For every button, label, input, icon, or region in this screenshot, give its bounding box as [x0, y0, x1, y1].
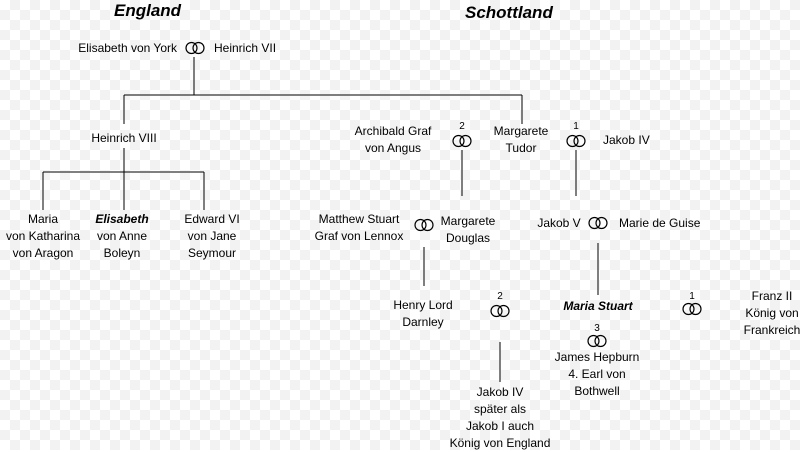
- person-maria-von-aragon: Maria von Katharina von Aragon: [5, 212, 81, 260]
- person-jakob-iv: Jakob IV: [603, 133, 650, 147]
- heading-england: England: [114, 1, 182, 20]
- person-archibald-graf-von-angus: Archibald Graf von Angus: [354, 124, 432, 155]
- marriage-number-maria-franz: 1: [689, 291, 695, 302]
- person-james-hepburn: James Hepburn 4. Earl von Bothwell: [554, 350, 640, 398]
- marriage-number-darnley-maria: 2: [497, 291, 503, 302]
- marriage-rings-icon: [566, 134, 586, 148]
- marriage-rings-icon: [682, 302, 702, 316]
- person-franz-ii: Franz II König von Frankreich: [743, 289, 800, 337]
- person-elisabeth-von-anne-boleyn: Elisabeth von Anne Boleyn: [95, 212, 149, 260]
- marriage-rings-icon: [185, 41, 205, 55]
- person-maria-stuart: Maria Stuart: [563, 299, 633, 313]
- person-elisabeth-von-york: Elisabeth von York: [78, 41, 177, 55]
- marriage-rings-icon: [588, 216, 608, 230]
- marriage-rings-icon: [414, 218, 434, 232]
- person-henry-lord-darnley: Henry Lord Darnley: [393, 298, 453, 329]
- marriage-rings-icon: [490, 304, 510, 318]
- marriage-number-margarete-jakob: 1: [573, 121, 579, 132]
- marriage-number-archibald-margarete: 2: [459, 121, 465, 132]
- person-marie-de-guise: Marie de Guise: [619, 216, 701, 230]
- marriage-number-maria-hepburn: 3: [594, 323, 600, 334]
- marriage-rings-icon: [452, 134, 472, 148]
- person-heinrich-viii: Heinrich VIII: [91, 131, 157, 145]
- person-jakob-v: Jakob V: [537, 216, 581, 230]
- person-heinrich-vii: Heinrich VII: [214, 41, 277, 55]
- person-edward-vi: Edward VI von Jane Seymour: [184, 212, 240, 260]
- marriage-rings-icon: [587, 334, 607, 348]
- person-matthew-stuart: Matthew Stuart Graf von Lennox: [314, 212, 404, 243]
- person-margarete-douglas: Margarete Douglas: [440, 214, 496, 245]
- person-margarete-tudor: Margarete Tudor: [493, 124, 549, 155]
- heading-schottland: Schottland: [465, 3, 553, 22]
- person-jakob-vi: Jakob IV später als Jakob I auch König v…: [449, 385, 551, 450]
